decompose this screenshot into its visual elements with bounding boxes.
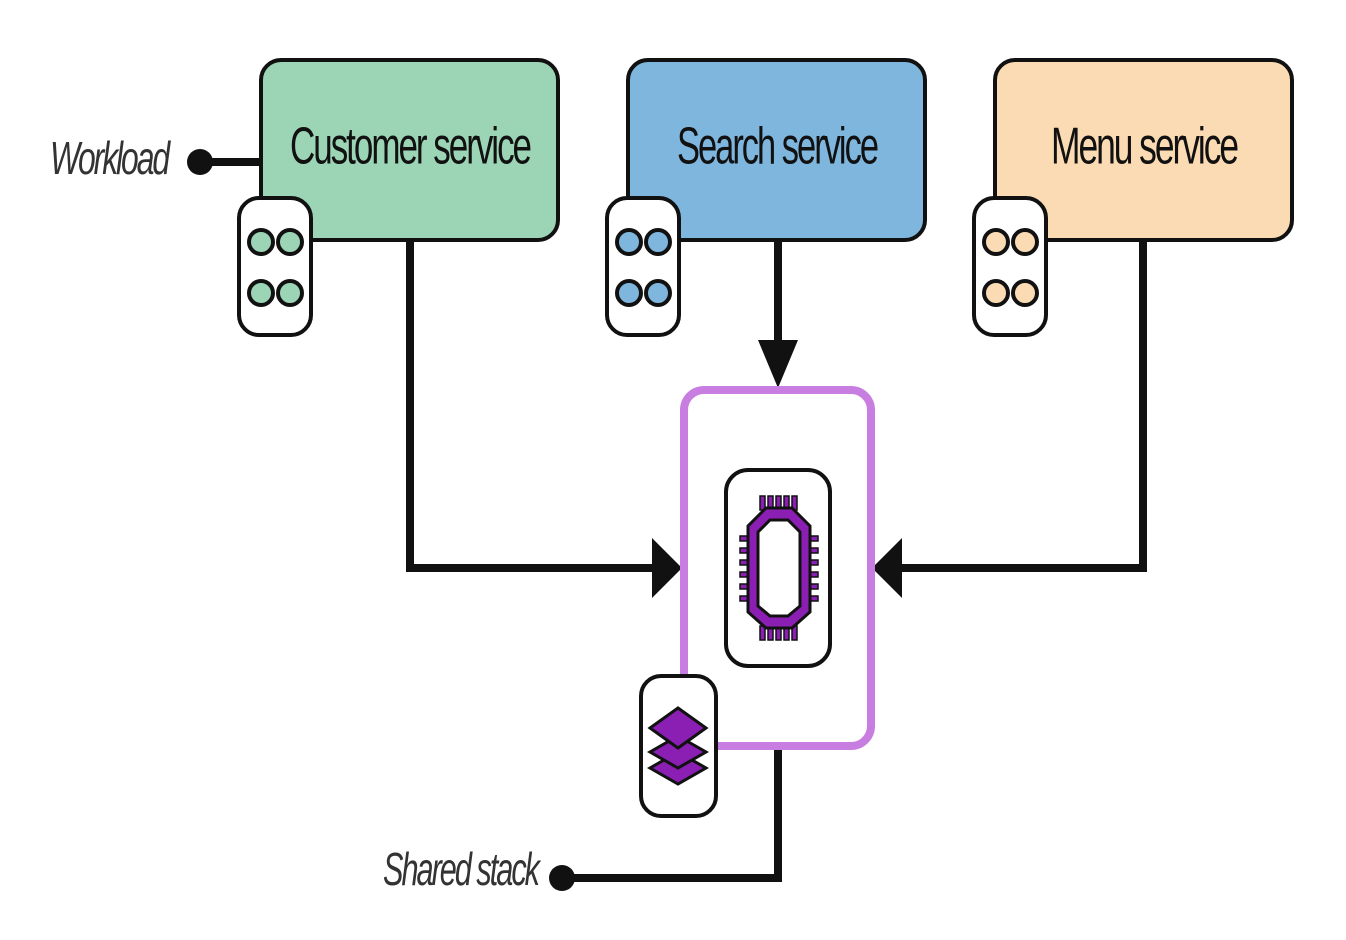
- menu-service-label: Menu service: [1051, 118, 1238, 176]
- container-pods-icon: [605, 196, 681, 337]
- search-service-node: Search service: [605, 58, 927, 337]
- shared-stack-connector-line: [562, 750, 782, 882]
- customer-arrowhead: [652, 538, 682, 598]
- customer-service-node: Customer service: [237, 58, 560, 337]
- shared-stack-label: Shared stack: [383, 843, 541, 895]
- customer-service-label: Customer service: [290, 118, 531, 176]
- menu-arrowhead: [872, 538, 902, 598]
- shared-stack-dot: [549, 865, 575, 891]
- menu-connector-line: [900, 240, 1147, 572]
- container-pods-icon: [972, 196, 1048, 337]
- search-service-label: Search service: [677, 118, 878, 176]
- workload-dot: [187, 149, 213, 175]
- customer-service-box: [259, 58, 560, 242]
- shared-stack-node: [639, 386, 875, 818]
- customer-connector-line: [406, 240, 660, 572]
- menu-service-box: [993, 58, 1294, 242]
- cpu-chip-icon: [724, 468, 832, 668]
- connectors: [200, 158, 1147, 882]
- search-arrowhead: [758, 340, 798, 388]
- container-pods-icon: [237, 196, 313, 337]
- search-service-box: [626, 58, 927, 242]
- menu-service-node: Menu service: [972, 58, 1294, 337]
- layers-stack-icon: [639, 674, 718, 818]
- workload-label: Workload: [50, 132, 171, 184]
